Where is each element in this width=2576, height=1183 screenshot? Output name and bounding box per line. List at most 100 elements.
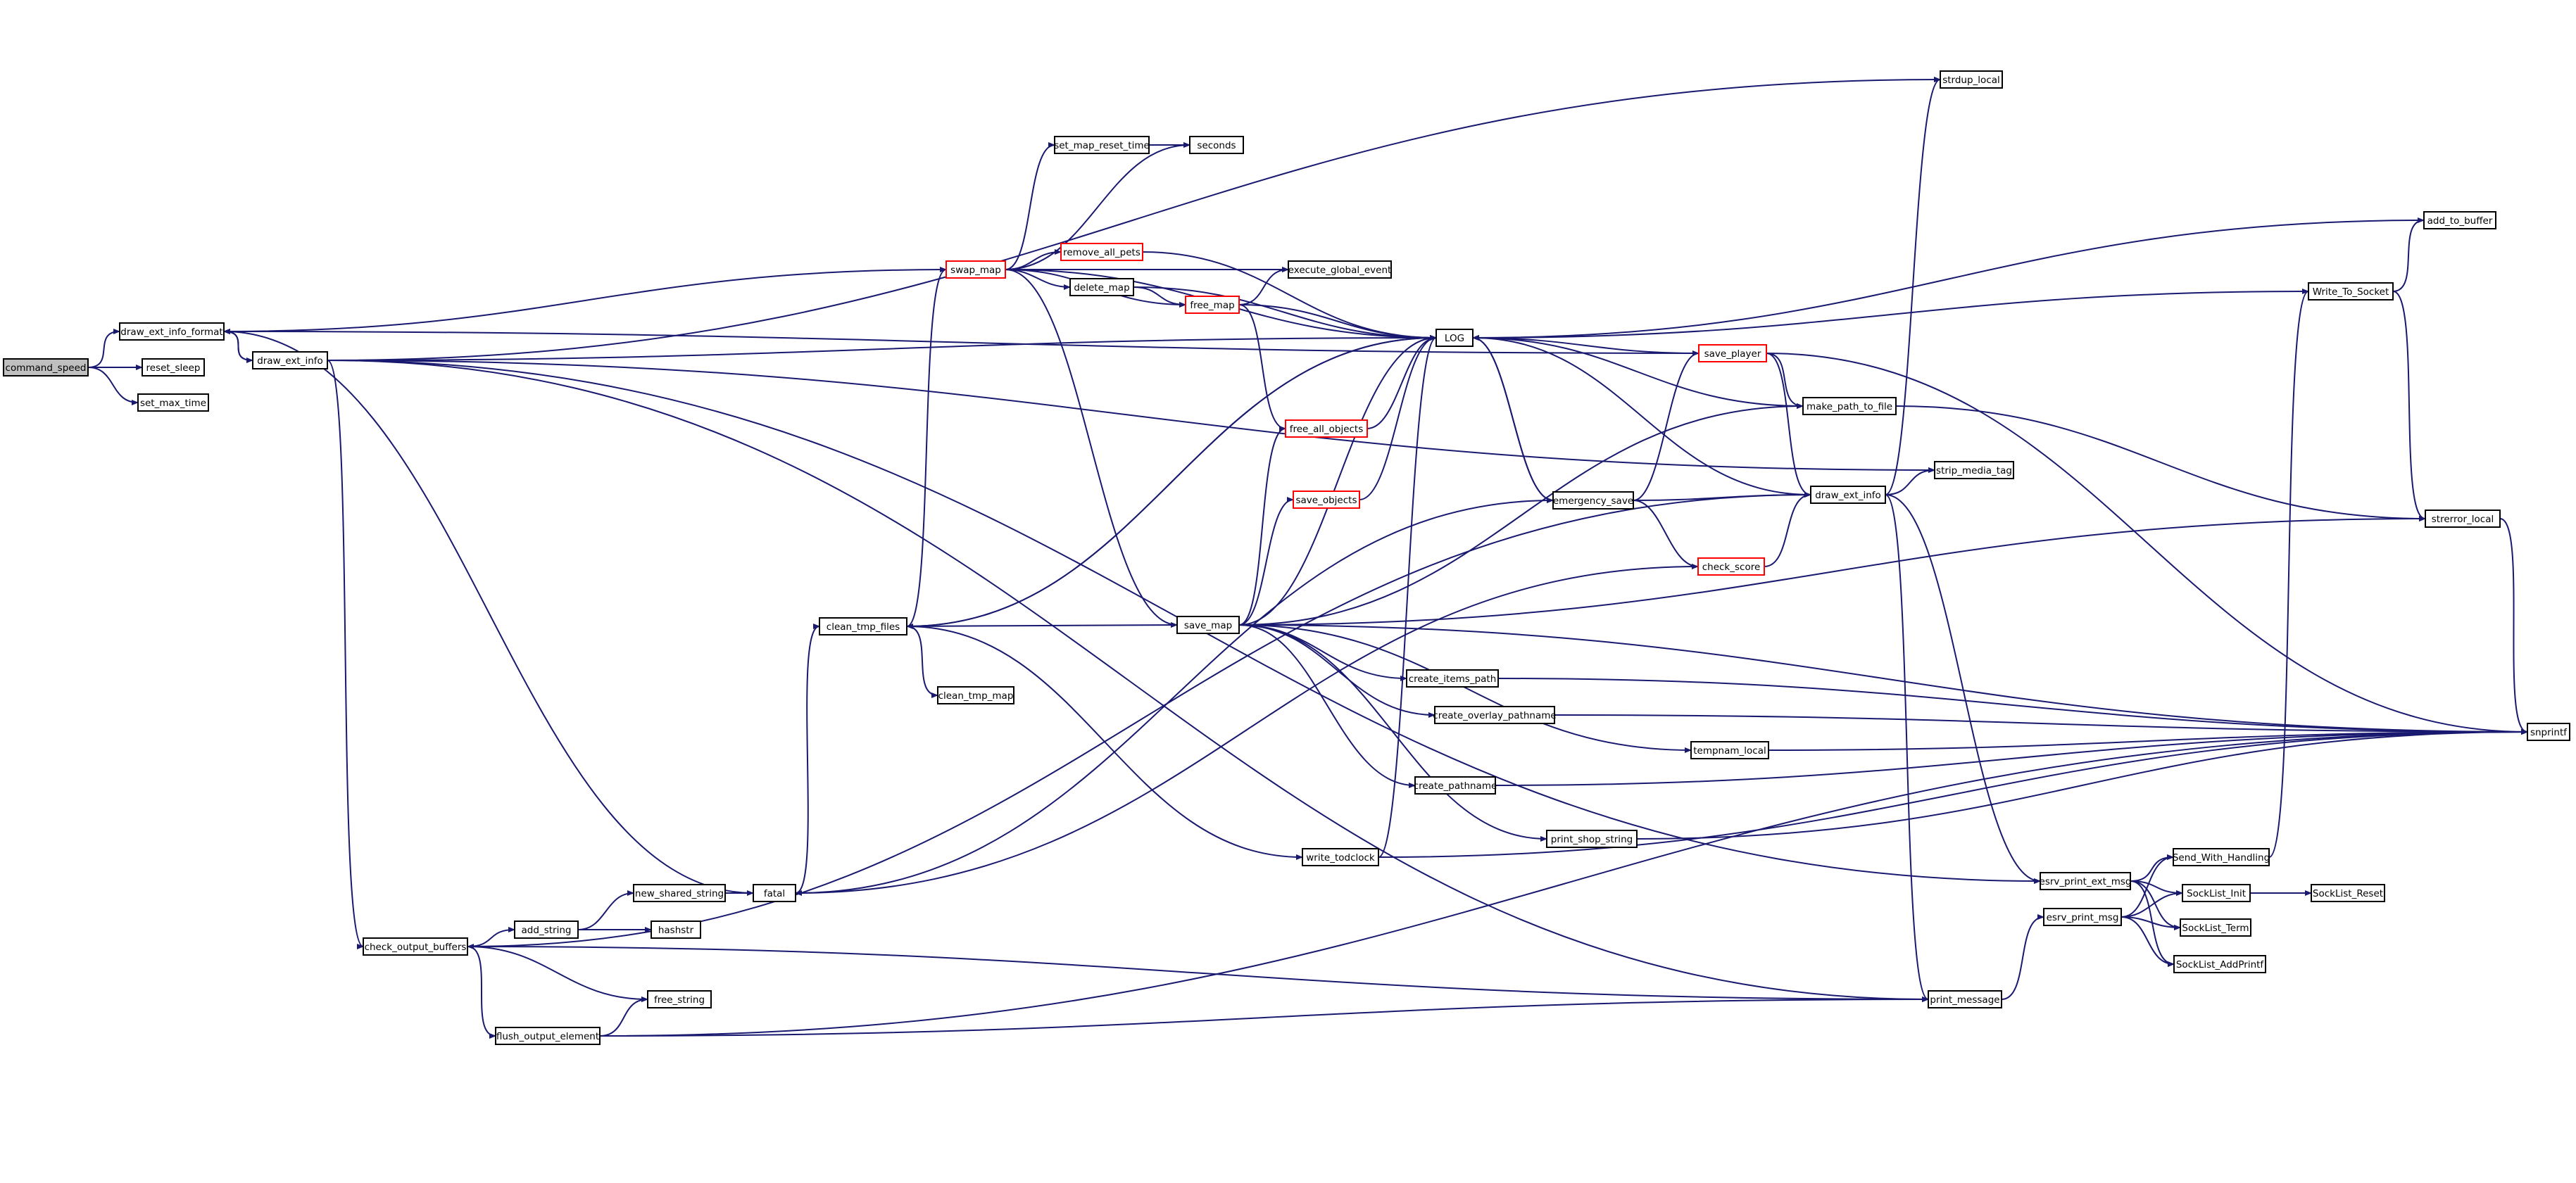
node-print_shop_string[interactable]: print_shop_string (1546, 830, 1638, 848)
node-box-set_map_reset_time[interactable] (1054, 136, 1150, 154)
node-fatal[interactable]: fatal (753, 884, 796, 902)
node-draw_ext_info_format[interactable]: draw_ext_info_format (119, 322, 225, 341)
node-box-print_shop_string[interactable] (1546, 830, 1638, 848)
node-SockList_Reset[interactable]: SockList_Reset (2311, 884, 2385, 902)
node-free_map[interactable]: free_map (1185, 296, 1240, 314)
node-clean_tmp_files[interactable]: clean_tmp_files (819, 617, 907, 635)
node-make_path_to_file[interactable]: make_path_to_file (1802, 397, 1897, 415)
node-box-SockList_Reset[interactable] (2311, 884, 2385, 902)
node-emergency_save[interactable]: emergency_save (1552, 491, 1634, 510)
node-box-save_map[interactable] (1176, 616, 1240, 634)
node-save_map[interactable]: save_map (1176, 616, 1240, 634)
node-execute_global_event[interactable]: execute_global_event (1288, 260, 1392, 279)
node-seconds[interactable]: seconds (1189, 136, 1244, 154)
node-create_pathname[interactable]: create_pathname (1414, 776, 1497, 795)
node-box-strdup_local[interactable] (1940, 70, 2003, 89)
node-box-free_string[interactable] (647, 990, 712, 1008)
node-set_max_time[interactable]: set_max_time (137, 393, 209, 412)
node-SockList_Term[interactable]: SockList_Term (2180, 918, 2251, 937)
node-box-draw_ext_info_a[interactable] (252, 351, 328, 369)
node-box-esrv_print_msg[interactable] (2043, 908, 2122, 926)
node-esrv_print_msg[interactable]: esrv_print_msg (2043, 908, 2122, 926)
node-box-create_overlay_pathname[interactable] (1434, 706, 1555, 724)
node-tempnam_local[interactable]: tempnam_local (1690, 741, 1769, 759)
node-box-tempnam_local[interactable] (1690, 741, 1769, 759)
node-box-SockList_AddPrintf[interactable] (2173, 955, 2266, 973)
node-flush_output_element[interactable]: flush_output_element (495, 1027, 601, 1045)
node-box-execute_global_event[interactable] (1288, 260, 1392, 279)
node-box-Write_To_Socket[interactable] (2308, 282, 2394, 301)
node-box-hashstr[interactable] (651, 921, 701, 939)
node-SockList_Init[interactable]: SockList_Init (2182, 884, 2251, 902)
node-box-add_string[interactable] (514, 921, 579, 939)
node-box-save_player[interactable] (1698, 344, 1767, 362)
node-strdup_local[interactable]: strdup_local (1940, 70, 2003, 89)
node-box-LOG[interactable] (1435, 329, 1474, 347)
node-check_output_buffers[interactable]: check_output_buffers (363, 937, 468, 956)
node-box-save_objects[interactable] (1293, 491, 1360, 509)
node-box-fatal[interactable] (753, 884, 796, 902)
node-clean_tmp_map[interactable]: clean_tmp_map (937, 686, 1014, 704)
node-box-new_shared_string[interactable] (633, 884, 726, 902)
node-box-make_path_to_file[interactable] (1802, 397, 1897, 415)
node-print_message[interactable]: print_message (1928, 990, 2002, 1008)
node-box-SockList_Term[interactable] (2180, 918, 2251, 937)
node-swap_map[interactable]: swap_map (945, 260, 1006, 279)
node-box-command_speed[interactable] (3, 358, 89, 377)
node-box-write_todclock[interactable] (1302, 848, 1379, 866)
node-box-create_pathname[interactable] (1414, 776, 1496, 795)
node-box-strip_media_tag[interactable] (1934, 461, 2014, 479)
node-box-remove_all_pets[interactable] (1060, 243, 1143, 261)
node-box-reset_sleep[interactable] (142, 358, 205, 377)
node-box-clean_tmp_files[interactable] (819, 617, 907, 635)
node-box-set_max_time[interactable] (137, 393, 209, 412)
node-box-clean_tmp_map[interactable] (937, 686, 1014, 704)
node-draw_ext_info_b[interactable]: draw_ext_info (1810, 486, 1886, 504)
node-hashstr[interactable]: hashstr (651, 921, 701, 939)
node-delete_map[interactable]: delete_map (1069, 278, 1134, 296)
node-command_speed[interactable]: command_speed (3, 358, 89, 377)
node-box-seconds[interactable] (1189, 136, 1244, 154)
node-save_player[interactable]: save_player (1698, 344, 1767, 362)
node-check_score[interactable]: check_score (1697, 557, 1765, 576)
node-SockList_AddPrintf[interactable]: SockList_AddPrintf (2173, 955, 2266, 973)
node-create_items_path[interactable]: create_items_path (1406, 669, 1499, 688)
node-free_all_objects[interactable]: free_all_objects (1285, 419, 1368, 438)
node-Send_With_Handling[interactable]: Send_With_Handling (2173, 848, 2270, 866)
node-box-swap_map[interactable] (945, 260, 1006, 279)
node-free_string[interactable]: free_string (647, 990, 712, 1008)
node-snprintf[interactable]: snprintf (2527, 723, 2570, 741)
node-draw_ext_info_a[interactable]: draw_ext_info (252, 351, 328, 369)
node-box-check_score[interactable] (1697, 557, 1765, 576)
node-box-create_items_path[interactable] (1406, 669, 1499, 688)
node-esrv_print_ext_msg[interactable]: esrv_print_ext_msg (2040, 872, 2132, 890)
node-box-SockList_Init[interactable] (2182, 884, 2251, 902)
node-box-delete_map[interactable] (1069, 278, 1134, 296)
node-box-free_map[interactable] (1185, 296, 1240, 314)
node-box-esrv_print_ext_msg[interactable] (2040, 872, 2131, 890)
node-write_todclock[interactable]: write_todclock (1302, 848, 1379, 866)
node-save_objects[interactable]: save_objects (1293, 491, 1360, 509)
node-set_map_reset_time[interactable]: set_map_reset_time (1054, 136, 1150, 154)
node-add_string[interactable]: add_string (514, 921, 579, 939)
node-strerror_local[interactable]: strerror_local (2425, 510, 2501, 528)
node-box-print_message[interactable] (1928, 990, 2002, 1008)
node-box-draw_ext_info_format[interactable] (119, 322, 225, 341)
node-LOG[interactable]: LOG (1435, 329, 1474, 347)
node-box-strerror_local[interactable] (2425, 510, 2501, 528)
node-box-flush_output_element[interactable] (495, 1027, 601, 1045)
node-remove_all_pets[interactable]: remove_all_pets (1060, 243, 1143, 261)
node-create_overlay_pathname[interactable]: create_overlay_pathname (1433, 706, 1557, 724)
node-add_to_buffer[interactable]: add_to_buffer (2423, 211, 2496, 229)
node-box-free_all_objects[interactable] (1285, 419, 1368, 438)
node-box-add_to_buffer[interactable] (2423, 211, 2496, 229)
node-box-Send_With_Handling[interactable] (2173, 848, 2270, 866)
node-box-emergency_save[interactable] (1552, 491, 1634, 510)
node-reset_sleep[interactable]: reset_sleep (142, 358, 205, 377)
node-box-snprintf[interactable] (2527, 723, 2570, 741)
node-box-check_output_buffers[interactable] (363, 937, 468, 956)
node-Write_To_Socket[interactable]: Write_To_Socket (2308, 282, 2394, 301)
node-new_shared_string[interactable]: new_shared_string (633, 884, 726, 902)
node-box-draw_ext_info_b[interactable] (1810, 486, 1886, 504)
node-strip_media_tag[interactable]: strip_media_tag (1934, 461, 2014, 479)
